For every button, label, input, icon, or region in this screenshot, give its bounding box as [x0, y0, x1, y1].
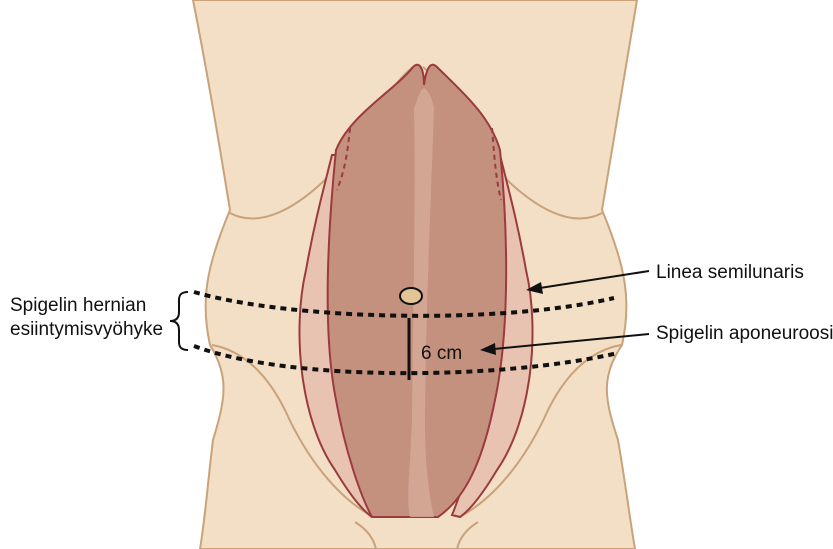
navel — [400, 288, 422, 304]
measurement-label: 6 cm — [421, 343, 462, 364]
zone-brace — [170, 292, 188, 350]
zone-label-line2: esiintymisvyöhyke — [10, 319, 163, 340]
zone-label-line1: Spigelin hernian — [10, 295, 146, 316]
aponeurosis-label: Spigelin aponeuroosi — [656, 323, 833, 344]
linea-semilunaris-label: Linea semilunaris — [656, 262, 804, 283]
